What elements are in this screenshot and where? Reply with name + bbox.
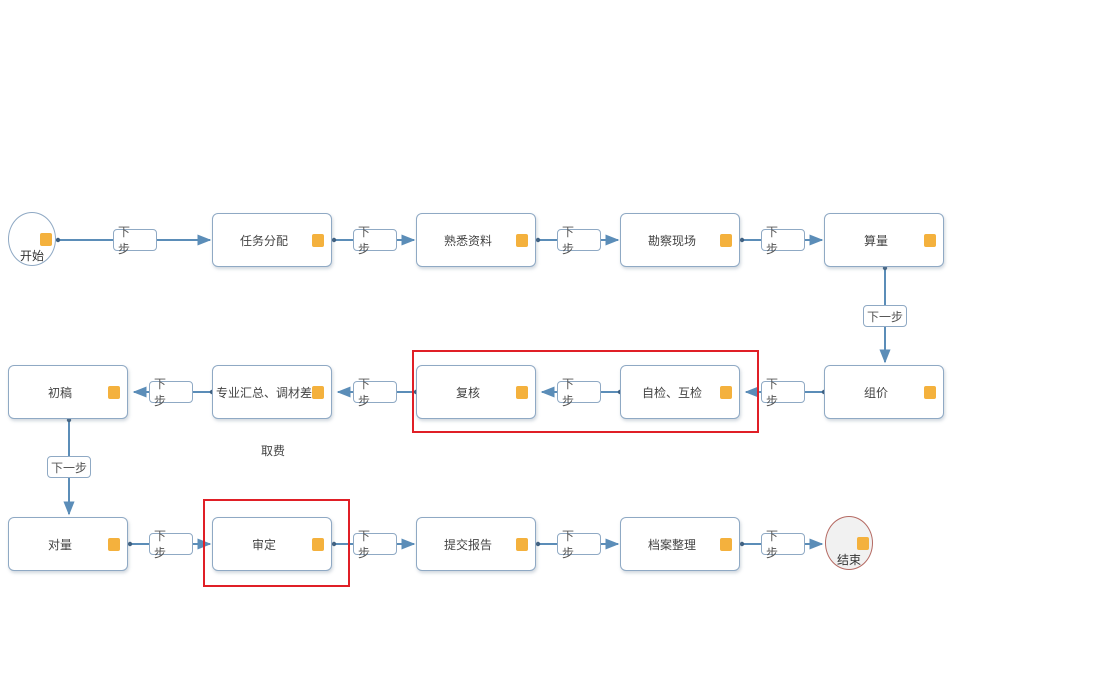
node-label: 复核: [455, 385, 480, 400]
highlight-box-review-group: [412, 350, 759, 433]
node-handle-icon[interactable]: [924, 386, 936, 399]
edge-dot: [55, 237, 61, 243]
edge-label-reconcile-approve[interactable]: 下 步: [149, 529, 193, 560]
edge-dot: [331, 541, 337, 547]
end-node[interactable]: 结束: [825, 516, 873, 570]
edge-label-survey-quantity[interactable]: 下 步: [761, 225, 805, 256]
node-approve[interactable]: 审定: [212, 517, 332, 571]
start-node[interactable]: 开始: [8, 212, 56, 266]
edge-label-familiarize-survey[interactable]: 下 步: [557, 225, 601, 256]
edge-label-pricing-selfcheck[interactable]: 下 步: [761, 377, 805, 408]
edge-label-archive-end[interactable]: 下 步: [761, 529, 805, 560]
node-handle-icon[interactable]: [516, 386, 528, 399]
node-label: 审定: [251, 537, 276, 552]
node-review[interactable]: 复核: [416, 365, 536, 419]
node-handle-icon[interactable]: [924, 234, 936, 247]
node-handle-icon[interactable]: [108, 538, 120, 551]
node-label: 专业汇总、调材差: [215, 385, 312, 400]
node-familiarize[interactable]: 熟悉资料: [416, 213, 536, 267]
node-label: 熟悉资料: [443, 233, 492, 248]
node-label: 档案整理: [647, 537, 696, 552]
node-summary[interactable]: 专业汇总、调材差: [212, 365, 332, 419]
node-label: 初稿: [47, 385, 72, 400]
edge-label-review-summary[interactable]: 下 步: [353, 377, 397, 408]
edge-label-submit-archive[interactable]: 下 步: [557, 529, 601, 560]
highlight-box-approve: [203, 499, 350, 587]
edge-label-assign-familiarize[interactable]: 下 步: [353, 225, 397, 256]
node-label: 勘察现场: [647, 233, 696, 248]
node-task-assign[interactable]: 任务分配: [212, 213, 332, 267]
node-handle-icon[interactable]: [720, 386, 732, 399]
edge-dot: [535, 237, 541, 243]
start-label: 开始: [20, 249, 45, 263]
node-handle-icon[interactable]: [312, 386, 324, 399]
node-handle-icon[interactable]: [40, 233, 52, 246]
node-handle-icon[interactable]: [312, 234, 324, 247]
fee-note: 取费: [261, 444, 286, 458]
edge-dot: [331, 237, 337, 243]
node-draft[interactable]: 初稿: [8, 365, 128, 419]
node-reconcile[interactable]: 对量: [8, 517, 128, 571]
edge-label-approve-submit[interactable]: 下 步: [353, 529, 397, 560]
edge-label-draft-reconcile[interactable]: 下一步: [47, 456, 91, 478]
node-label: 提交报告: [443, 537, 492, 552]
node-archive[interactable]: 档案整理: [620, 517, 740, 571]
node-handle-icon[interactable]: [720, 234, 732, 247]
edge-dot: [739, 541, 745, 547]
node-label: 自检、互检: [641, 385, 702, 400]
node-handle-icon[interactable]: [516, 538, 528, 551]
node-label: 组价: [863, 385, 888, 400]
node-survey[interactable]: 勘察现场: [620, 213, 740, 267]
node-handle-icon[interactable]: [857, 537, 869, 550]
end-label: 结束: [837, 553, 862, 567]
edge-dot: [739, 237, 745, 243]
node-label: 算量: [863, 233, 888, 248]
edge-label-start-assign[interactable]: 下 步: [113, 225, 157, 256]
edge-dot: [127, 541, 133, 547]
node-self-check[interactable]: 自检、互检: [620, 365, 740, 419]
node-handle-icon[interactable]: [108, 386, 120, 399]
edge-dot: [535, 541, 541, 547]
node-handle-icon[interactable]: [312, 538, 324, 551]
node-pricing[interactable]: 组价: [824, 365, 944, 419]
edge-label-summary-draft[interactable]: 下 步: [149, 377, 193, 408]
edge-label-quantity-pricing[interactable]: 下一步: [863, 305, 907, 327]
edge-label-selfcheck-review[interactable]: 下 步: [557, 377, 601, 408]
node-submit[interactable]: 提交报告: [416, 517, 536, 571]
node-label: 任务分配: [239, 233, 288, 248]
node-handle-icon[interactable]: [516, 234, 528, 247]
node-handle-icon[interactable]: [720, 538, 732, 551]
node-label: 对量: [47, 537, 72, 552]
node-quantity[interactable]: 算量: [824, 213, 944, 267]
